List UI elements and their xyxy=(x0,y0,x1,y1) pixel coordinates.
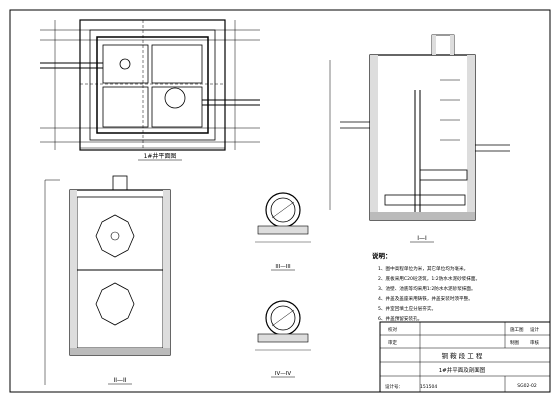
sheet-border xyxy=(9,9,551,393)
section-view-4: IV—IV xyxy=(255,300,311,378)
section-3-title: III—III xyxy=(275,264,291,270)
note-item: 4、井盖及盖座采用铸铁，并盖安装时须平整。 xyxy=(378,295,473,302)
role-label: 审核 xyxy=(530,339,539,346)
drawing-number: SG02-02 xyxy=(517,383,537,389)
signature-value: 151504 xyxy=(420,384,437,390)
title-block: 施工图 设计 制图 审核 校对 审定 铜 鞍 段 工 程 1#井平面及剖面图 S… xyxy=(379,321,551,393)
note-item: 6、井盖预留安装孔。 xyxy=(378,315,422,322)
note-item: 3、池壁、池底等均采用1:2防水水泥砂浆抹面。 xyxy=(378,285,476,292)
role-label: 设计 xyxy=(530,326,539,333)
role-label: 制图 xyxy=(510,339,519,346)
role-label: 审定 xyxy=(388,339,397,346)
section-1-title: I—I xyxy=(417,235,427,242)
project-name: 铜 鞍 段 工 程 xyxy=(442,351,483,360)
signature-label: 设计号： xyxy=(385,383,403,390)
section-4-title: IV—IV xyxy=(275,371,292,377)
section-view-1: I—I xyxy=(329,34,510,243)
note-item: 1、图中高程单位为米，其它单位均为毫米。 xyxy=(378,265,468,272)
plan-view: 1#井平面图 xyxy=(40,19,260,161)
note-item: 5、井室回填土应分层夯实。 xyxy=(378,305,436,312)
note-item: 2、底板采用C20砼浇筑，1:2防水水泥砂浆抹面。 xyxy=(378,275,480,282)
drawing-name: 1#井平面及剖面图 xyxy=(439,366,486,374)
section-view-3: III—III xyxy=(255,192,311,271)
role-label: 施工图 xyxy=(510,326,524,333)
section-view-2: II—II xyxy=(44,175,171,385)
notes-heading: 说明： xyxy=(372,251,392,260)
section-2-title: II—II xyxy=(113,377,126,384)
notes-block: 说明： 1、图中高程单位为米，其它单位均为毫米。 2、底板采用C20砼浇筑，1:… xyxy=(372,251,480,322)
plan-view-title: 1#井平面图 xyxy=(144,152,177,160)
role-label: 校对 xyxy=(388,326,397,333)
